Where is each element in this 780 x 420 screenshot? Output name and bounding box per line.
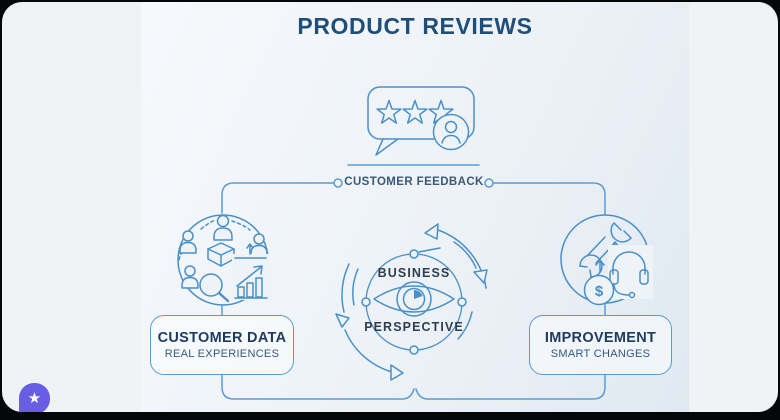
customer-data-title: CUSTOMER DATA <box>157 330 287 346</box>
reviewer-person-icon <box>432 113 470 151</box>
presentation-card: PRODUCT REVIEWS <box>2 2 778 412</box>
improvement-subtitle: SMART CHANGES <box>550 348 651 360</box>
growth-chart-icon <box>232 243 270 300</box>
dollar-coin-icon: $ <box>583 274 615 306</box>
product-box-icon <box>207 242 235 267</box>
business-label: BUSINESS <box>377 266 451 280</box>
headset-icon <box>608 245 653 299</box>
feedback-connectors <box>221 178 606 316</box>
star-icon: ★ <box>27 390 42 407</box>
improvement-wrench-icon: $ <box>560 214 653 306</box>
customer-data-box: CUSTOMER DATA REAL EXPERIENCES <box>150 315 294 375</box>
perspective-label: PERSPECTIVE <box>364 320 464 334</box>
diagram-artwork: $ <box>177 86 653 400</box>
page-title: PRODUCT REVIEWS <box>297 13 533 39</box>
review-bubble-with-stars-icon <box>347 86 480 166</box>
bottom-bracket <box>221 373 606 400</box>
improvement-box: IMPROVEMENT SMART CHANGES <box>529 315 672 375</box>
customer-data-subtitle: REAL EXPERIENCES <box>164 348 280 360</box>
customer-data-people-icon <box>177 214 270 306</box>
magnifier-icon <box>199 273 230 303</box>
dollar-glyph: $ <box>595 283 604 300</box>
cycle-eye-icon <box>335 223 488 381</box>
star-icon <box>376 99 402 124</box>
customer-feedback-label: CUSTOMER FEEDBACK <box>344 176 484 188</box>
star-icon <box>402 99 428 124</box>
improvement-title: IMPROVEMENT <box>544 330 657 346</box>
star-badge-button[interactable]: ★ <box>19 383 50 412</box>
